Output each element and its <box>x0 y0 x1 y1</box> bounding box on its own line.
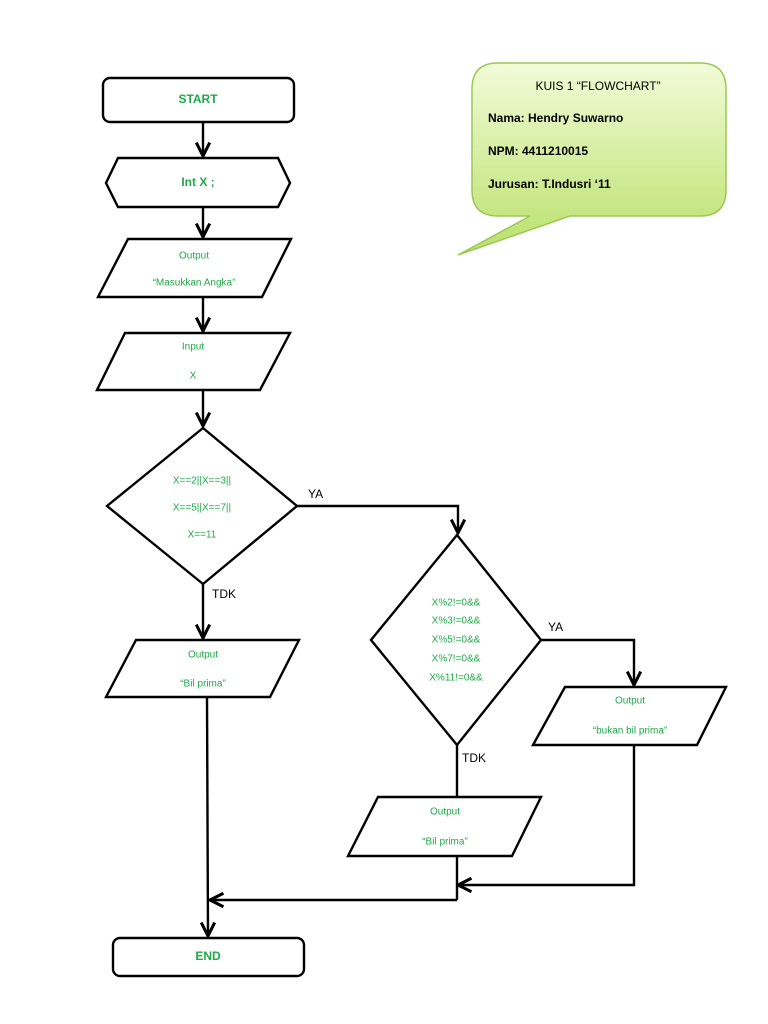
input-line2: X <box>190 371 197 382</box>
input-x-node: Input X <box>95 331 292 392</box>
edge-bukan-merge <box>458 745 636 885</box>
decision-1: X==2||X==3|| X==5||X==7|| X==11 <box>105 426 299 586</box>
decision1-line2: X==5||X==7|| <box>173 503 231 514</box>
end-terminator: END <box>111 936 306 978</box>
decision2-line4: X%7!=0&& <box>432 654 481 665</box>
declare-node: Int X ; <box>104 156 292 209</box>
decision-2: X%2!=0&& X%3!=0&& X%5!=0&& X%7!=0&& X%11… <box>369 533 543 747</box>
callout-nama: Nama: Hendry Suwarno <box>488 111 623 125</box>
bil-prima-left-line1: Output <box>188 650 218 661</box>
bukan-line2: “bukan bil prima” <box>593 726 667 737</box>
connectors <box>203 122 634 936</box>
output-bil-prima-mid-node: Output “Bil prima” <box>346 795 543 858</box>
decision2-line3: X%5!=0&& <box>432 635 481 646</box>
callout-npm: NPM: 4411210015 <box>488 144 588 158</box>
label-d2-yes: YA <box>548 620 563 634</box>
bil-prima-left-line2: “Bil prima” <box>180 679 226 690</box>
declare-label: Int X ; <box>181 175 214 189</box>
bil-prima-mid-line2: “Bil prima” <box>422 837 468 848</box>
label-d1-no: TDK <box>212 587 236 601</box>
output-bukan-bil-prima-node: Output “bukan bil prima” <box>530 685 728 747</box>
end-label: END <box>195 949 221 963</box>
bukan-line1: Output <box>615 696 645 707</box>
decision2-line2: X%3!=0&& <box>432 616 481 627</box>
edge-decision1-yes <box>297 504 458 533</box>
bil-prima-mid-line1: Output <box>430 807 460 818</box>
decision1-line1: X==2||X==3|| <box>173 476 231 487</box>
edge-left-to-end <box>207 696 208 936</box>
edge-decision2-yes <box>541 638 634 685</box>
output-masukkan-node: Output “Masukkan Angka” <box>96 237 293 299</box>
input-line1: Input <box>182 342 204 353</box>
decision2-line1: X%2!=0&& <box>432 598 481 609</box>
callout-title: KUIS 1 “FLOWCHART” <box>535 79 660 93</box>
start-label: START <box>178 92 218 106</box>
decision1-line3: X==11 <box>188 530 217 541</box>
decision2-line5: X%11!=0&& <box>429 673 483 684</box>
output-bil-prima-left-node: Output “Bil prima” <box>104 638 301 699</box>
info-callout: KUIS 1 “FLOWCHART” Nama: Hendry Suwarno … <box>457 62 727 256</box>
output-masukkan-line2: “Masukkan Angka” <box>153 278 236 289</box>
output-masukkan-line1: Output <box>179 251 209 262</box>
start-terminator: START <box>101 76 296 124</box>
callout-jurusan: Jurusan: T.Indusri ‘11 <box>488 177 611 191</box>
label-d2-no: TDK <box>462 751 486 765</box>
label-d1-yes: YA <box>308 487 323 501</box>
